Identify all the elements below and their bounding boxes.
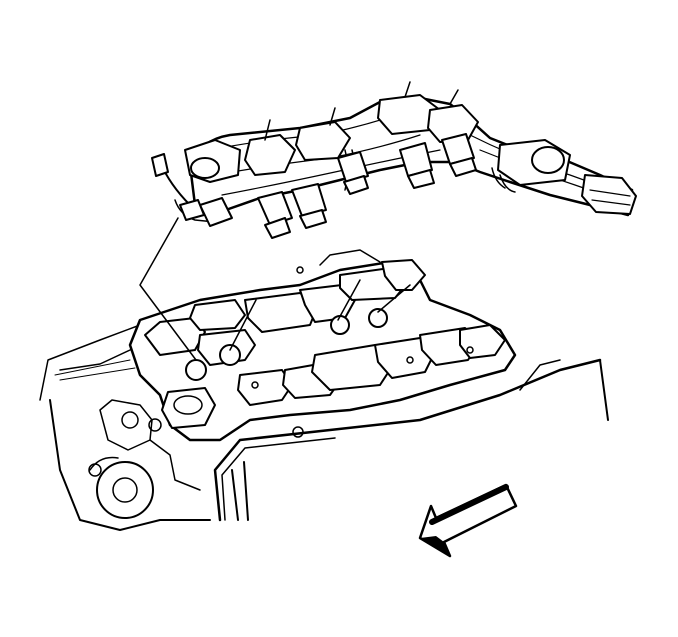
fuel-injectors [179, 133, 477, 239]
injector-6 [441, 133, 477, 177]
injector-5 [399, 142, 435, 189]
engine-block [39, 324, 609, 531]
injector-2 [257, 191, 293, 239]
injector-4 [337, 151, 369, 195]
front-direction-arrow-icon [418, 483, 518, 558]
injector-3 [291, 183, 327, 229]
leader-lines [139, 217, 411, 361]
intake-manifold [128, 249, 517, 442]
injector-1 [179, 197, 233, 227]
